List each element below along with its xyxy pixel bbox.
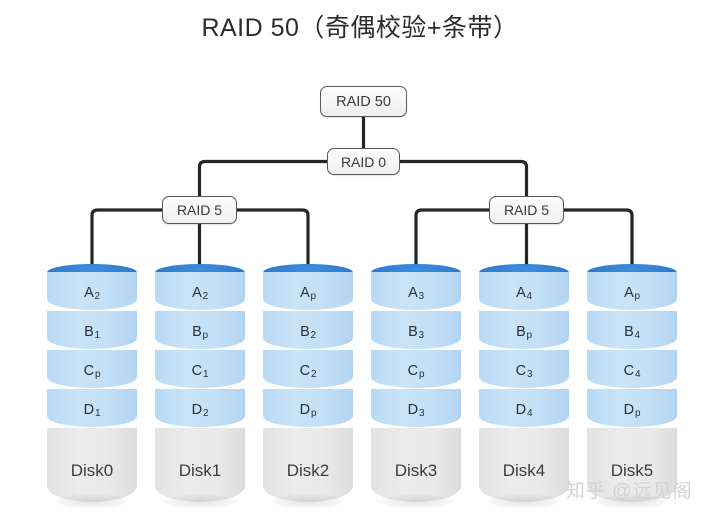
disk-free-space: Disk2 (263, 428, 353, 509)
disk-name-label: Disk1 (178, 461, 222, 480)
wire-raid5-right-to-disk5 (562, 208, 634, 274)
disk-bottom-shadow (269, 494, 347, 509)
disk-block-label: A3 (408, 285, 425, 302)
disk-block-label: B2 (300, 324, 317, 341)
disk-block-label: C2 (299, 363, 317, 380)
disk-block: D4 (479, 389, 569, 427)
disk-block: Ap (587, 272, 677, 310)
disk-block: C3 (479, 350, 569, 388)
watermark: 知乎 @远见阁 (566, 481, 693, 502)
disk-block-label: Cp (83, 363, 101, 380)
disk-block-label: Dp (299, 402, 317, 419)
disk-block-label: B3 (408, 324, 425, 341)
node-raid-0[interactable]: RAID 0 (327, 148, 400, 175)
disk-block: Bp (155, 311, 245, 349)
disk-bottom-shadow (377, 494, 455, 509)
disk-block: A3 (371, 272, 461, 310)
disk-block: B4 (587, 311, 677, 349)
wire-raid0-to-raid5-left (197, 159, 329, 198)
disk-free-space: Disk5 (587, 428, 677, 509)
disk-name-label: Disk5 (610, 461, 654, 480)
disk-bottom-shadow (593, 494, 671, 509)
disk-block-label: Bp (516, 324, 533, 341)
disk-name-label: Disk3 (394, 461, 438, 480)
disk-block: Dp (263, 389, 353, 427)
disk-block: C1 (155, 350, 245, 388)
node-raid-50[interactable]: RAID 50 (320, 86, 407, 117)
disk-free-space: Disk1 (155, 428, 245, 509)
disk-block: A4 (479, 272, 569, 310)
node-raid-5-right[interactable]: RAID 5 (489, 196, 564, 224)
disk-block-label: B4 (624, 324, 641, 341)
disk-bottom-shadow (485, 494, 563, 509)
disk-free-space: Disk0 (47, 428, 137, 509)
disk-block: A2 (155, 272, 245, 310)
disk-block: Bp (479, 311, 569, 349)
page-title: RAID 50（奇偶校验+条带） (201, 14, 519, 42)
wire-raid0-to-raid5-right (398, 159, 529, 198)
disk-block: Ap (263, 272, 353, 310)
disk-name-label: Disk2 (286, 461, 330, 480)
disk-block-label: Ap (300, 285, 317, 302)
disk-block: A2 (47, 272, 137, 310)
node-raid-5-left[interactable]: RAID 5 (162, 196, 237, 224)
wire-raid5-left-to-disk0 (90, 208, 164, 274)
disk-block-label: A2 (192, 285, 209, 302)
disk-block-label: Bp (192, 324, 209, 341)
disk-block-label: A4 (516, 285, 533, 302)
disk-block-label: D3 (407, 402, 425, 419)
disk-name-label: Disk4 (502, 461, 546, 480)
disk-free-space: Disk4 (479, 428, 569, 509)
disk-bottom-shadow (53, 494, 131, 509)
disk-block-label: D4 (515, 402, 533, 419)
disk-block: Cp (47, 350, 137, 388)
disk-block: B1 (47, 311, 137, 349)
disk-block-label: Cp (407, 363, 425, 380)
disk-free-space: Disk3 (371, 428, 461, 509)
disk-block: C2 (263, 350, 353, 388)
disk-block: C4 (587, 350, 677, 388)
disk-block: B2 (263, 311, 353, 349)
disk-name-label: Disk0 (70, 461, 114, 480)
disk-block-label: B1 (84, 324, 101, 341)
disk-block-label: Dp (623, 402, 641, 419)
disk-block: Dp (587, 389, 677, 427)
disk-block-label: C4 (623, 363, 641, 380)
disk-block-label: D2 (191, 402, 209, 419)
disk-block: B3 (371, 311, 461, 349)
disk-block-label: Ap (624, 285, 641, 302)
disk-block: D1 (47, 389, 137, 427)
wire-raid5-left-to-disk2 (235, 208, 310, 274)
disk-block-label: C1 (191, 363, 209, 380)
disk-block-label: C3 (515, 363, 533, 380)
disk-block: D3 (371, 389, 461, 427)
disk-block: D2 (155, 389, 245, 427)
disk-block: Cp (371, 350, 461, 388)
wire-raid5-right-to-disk3 (414, 208, 491, 274)
disk-bottom-shadow (161, 494, 239, 509)
disk-block-label: A2 (84, 285, 101, 302)
disk-block-label: D1 (83, 402, 101, 419)
